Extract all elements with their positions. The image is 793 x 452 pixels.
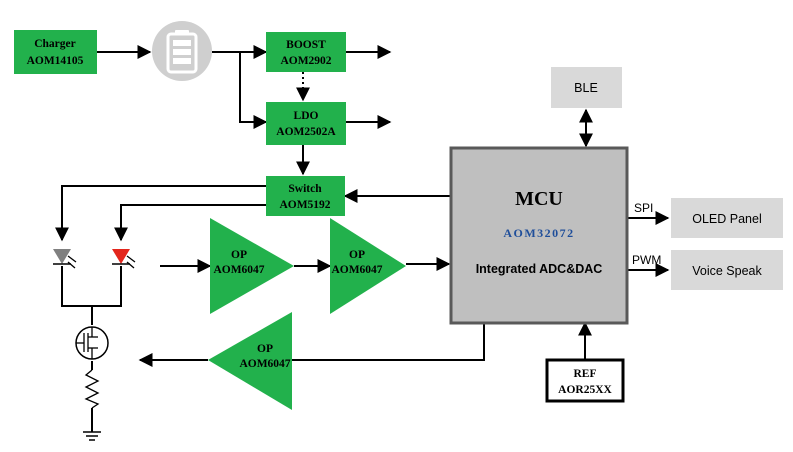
ldo-block: LDO AOM2502A <box>266 102 346 145</box>
boost-block: BOOST AOM2902 <box>266 32 346 72</box>
oled-name: OLED Panel <box>692 212 761 226</box>
op1-part: AOM6047 <box>213 264 264 276</box>
transistor-icon <box>75 326 109 360</box>
mcu-feature: Integrated ADC&DAC <box>476 262 603 276</box>
ldo-part: AOM2502A <box>276 126 336 138</box>
connection-lines <box>55 45 670 432</box>
battery-icon <box>152 21 212 81</box>
boost-name: BOOST <box>286 39 326 51</box>
op3-name: OP <box>257 343 273 355</box>
ref-name: REF <box>574 368 597 380</box>
ble-block: BLE <box>551 67 622 108</box>
ground-icon <box>83 431 101 441</box>
mcu-block: MCU AOM32072 Integrated ADC&DAC <box>449 146 629 325</box>
op-amp-1: OP AOM6047 <box>210 218 294 314</box>
pwm-label: PWM <box>632 253 661 267</box>
mcu-part: AOM32072 <box>503 226 574 240</box>
switch-part: AOM5192 <box>279 199 330 211</box>
switch-block: Switch AOM5192 <box>266 176 345 216</box>
boost-part: AOM2902 <box>280 55 331 67</box>
ldo-name: LDO <box>294 110 319 122</box>
charger-name: Charger <box>34 38 76 50</box>
oled-block: OLED Panel <box>671 198 783 238</box>
charger-block: Charger AOM14105 <box>14 30 97 74</box>
switch-name: Switch <box>288 183 322 195</box>
resistor-icon <box>84 369 100 409</box>
op2-part: AOM6047 <box>331 264 382 276</box>
op3-part: AOM6047 <box>239 358 290 370</box>
ref-block: REF AOR25XX <box>545 358 625 403</box>
red-led-icon <box>112 249 136 269</box>
mcu-name: MCU <box>515 188 563 210</box>
speaker-block: Voice Speak <box>671 250 783 290</box>
op-amp-2: OP AOM6047 <box>330 218 406 314</box>
ref-part: AOR25XX <box>558 384 612 396</box>
charger-part: AOM14105 <box>27 55 84 67</box>
op1-name: OP <box>231 249 247 261</box>
spi-label: SPI <box>634 201 653 215</box>
speaker-name: Voice Speak <box>692 264 762 278</box>
gray-led-icon <box>53 249 77 269</box>
op-amp-3: OP AOM6047 <box>208 312 292 410</box>
op2-name: OP <box>349 249 365 261</box>
ble-name: BLE <box>574 81 598 95</box>
